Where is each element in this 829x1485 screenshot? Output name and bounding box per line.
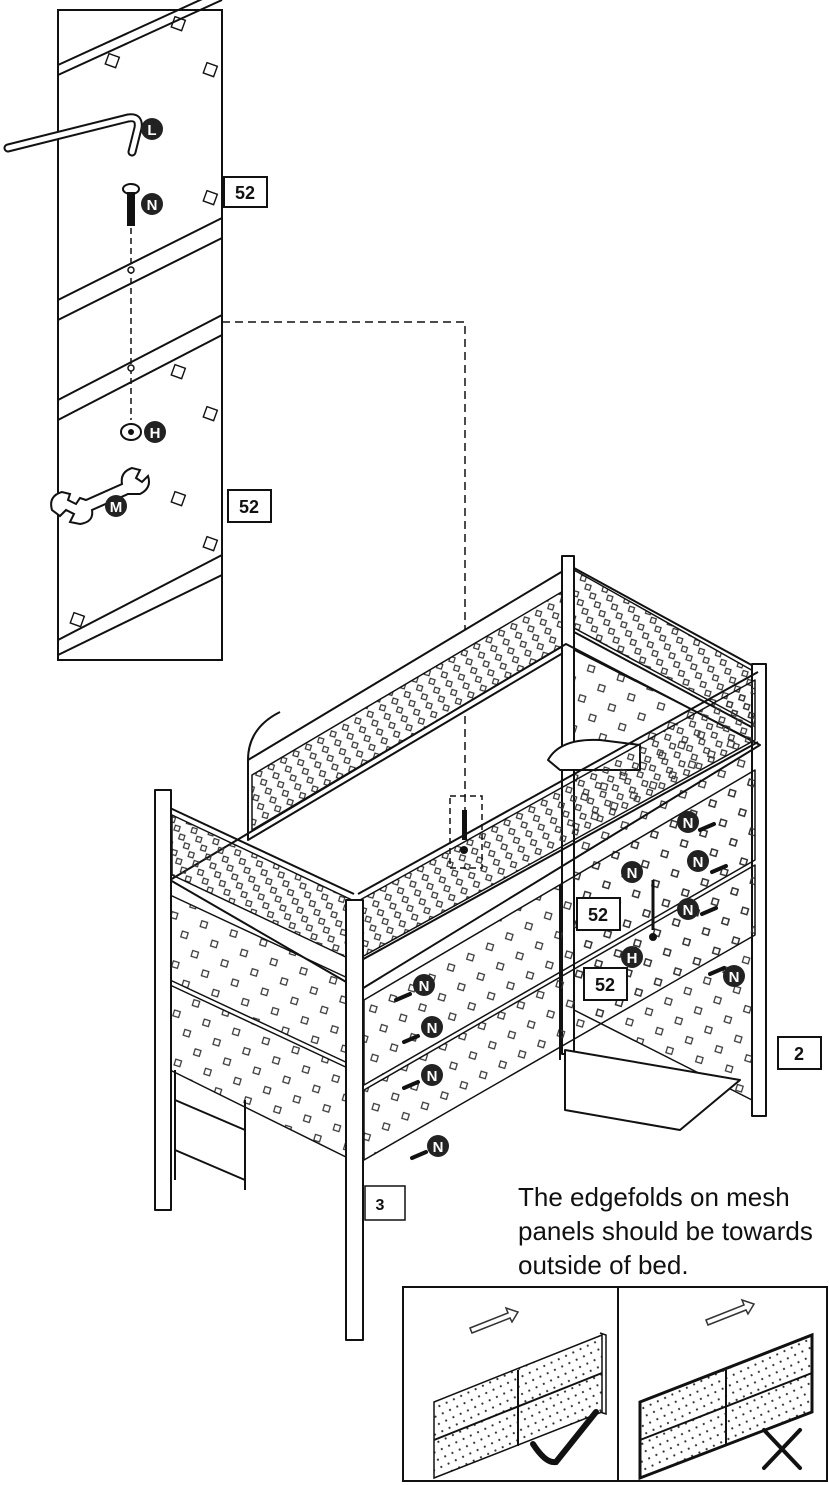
wrench-icon xyxy=(50,466,150,526)
part-label-52-bottom: 52 xyxy=(227,489,272,523)
bolt-in-bed-icon xyxy=(460,810,468,854)
part-label-2: 2 xyxy=(777,1036,822,1070)
instruction-line-3: outside of bed. xyxy=(518,1250,689,1280)
part-label-52-bed-upper: 52 xyxy=(576,897,621,931)
bolt-stubs xyxy=(394,822,728,1160)
svg-text:2: 2 xyxy=(794,1044,804,1064)
badge-hw-L: L xyxy=(141,118,163,140)
svg-text:N: N xyxy=(683,815,694,832)
svg-text:N: N xyxy=(627,865,638,882)
svg-text:N: N xyxy=(683,902,694,919)
bolt-callout-box xyxy=(449,795,483,869)
allen-key-icon xyxy=(3,113,143,157)
badge-hw-M: M xyxy=(105,495,127,517)
svg-text:N: N xyxy=(729,969,740,986)
svg-text:N: N xyxy=(693,854,704,871)
svg-text:N: N xyxy=(147,197,158,214)
bed-bolt-H: H xyxy=(621,880,657,968)
svg-text:N: N xyxy=(427,1020,438,1037)
part-label-52-bed-lower: 52 xyxy=(583,967,628,1001)
instruction-line-1: The edgefolds on mesh xyxy=(518,1182,790,1212)
svg-text:N: N xyxy=(427,1068,438,1085)
detail-panel xyxy=(57,0,223,661)
part-label-3: 3 xyxy=(364,1185,406,1221)
wrong-example-panel xyxy=(638,1298,814,1481)
correct-example-panel xyxy=(433,1306,607,1480)
svg-text:52: 52 xyxy=(239,497,259,517)
svg-text:52: 52 xyxy=(588,905,608,925)
x-mark-icon xyxy=(762,1428,802,1470)
edgefold-instruction: The edgefolds on mesh panels should be t… xyxy=(518,1180,829,1282)
svg-text:H: H xyxy=(150,425,161,442)
badge-hw-N-bed: N N N N N N N N N xyxy=(413,811,745,1157)
svg-text:52: 52 xyxy=(595,975,615,995)
svg-text:N: N xyxy=(419,978,430,995)
part-label-52-top: 52 xyxy=(223,176,268,208)
svg-text:52: 52 xyxy=(235,183,255,203)
badge-label: L xyxy=(147,122,156,139)
svg-text:M: M xyxy=(110,499,123,516)
svg-text:H: H xyxy=(627,950,638,967)
badge-hw-H-detail: H xyxy=(144,421,166,443)
instruction-line-2: panels should be towards xyxy=(518,1216,813,1246)
svg-text:3: 3 xyxy=(376,1197,385,1214)
nut-icon xyxy=(120,423,142,441)
detail-leader-line xyxy=(222,321,466,830)
bolt-icon xyxy=(122,183,140,226)
check-mark-icon xyxy=(530,1409,599,1466)
svg-text:N: N xyxy=(433,1139,444,1156)
badge-hw-N-detail: N xyxy=(141,193,163,215)
